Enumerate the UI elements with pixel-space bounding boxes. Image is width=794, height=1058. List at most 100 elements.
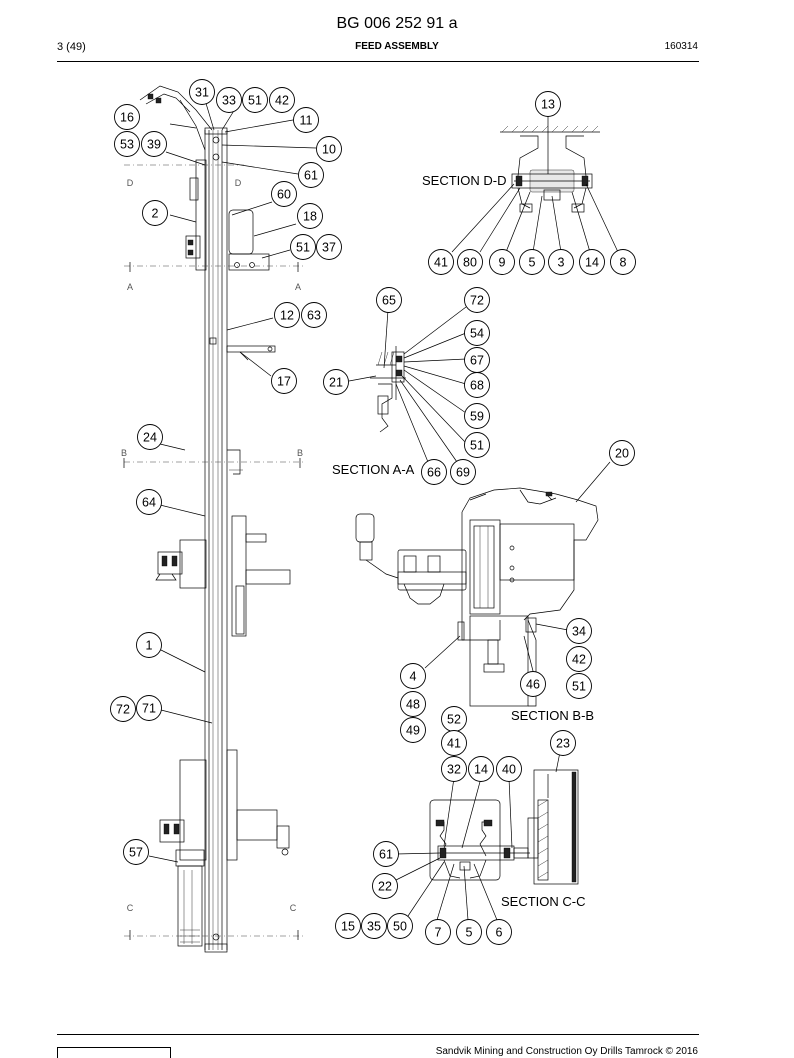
header-rule [57,61,699,62]
main-leaders [148,99,317,863]
svg-text:42: 42 [572,653,586,667]
svg-text:11: 11 [300,114,313,128]
section-mark-d-left: D [127,178,134,188]
svg-text:59: 59 [470,410,484,424]
callout-section-aa-66: 66 [421,459,447,485]
callout-section-cc-50: 50 [387,913,413,939]
svg-text:17: 17 [277,375,291,389]
section-mark-d-right: D [235,178,242,188]
svg-text:42: 42 [275,94,289,108]
section-aa-view [370,346,406,433]
section-mark-b-right: B [297,448,303,458]
callout-section-cc-61: 61 [373,841,399,867]
callout-main-24: 24 [137,424,163,450]
page-number: 3 (49) [57,41,86,53]
callout-main-42: 42 [269,87,295,113]
callout-main-31: 31 [189,79,215,105]
callout-section-cc-14: 14 [468,756,494,782]
section-bb-leaders [424,461,611,672]
callout-section-aa-72: 72 [464,287,490,313]
callout-section-dd-13: 13 [535,91,561,117]
callout-section-bb-51: 51 [566,673,592,699]
svg-text:1: 1 [146,639,153,653]
svg-text:61: 61 [304,169,318,183]
callout-section-aa-67: 67 [464,347,490,373]
document-number: BG 006 252 91 a [336,15,458,32]
callout-section-cc-6: 6 [486,919,512,945]
callout-section-bb-34: 34 [566,618,592,644]
svg-text:40: 40 [502,763,516,777]
footer-rule [57,1034,699,1035]
section-mark-c-right: C [290,903,297,913]
section-bb-view [355,487,599,707]
callout-main-33: 33 [216,87,242,113]
callout-section-aa-68: 68 [464,372,490,398]
svg-text:9: 9 [499,256,506,270]
callout-main-71: 71 [136,695,162,721]
callout-section-bb-46: 46 [520,671,546,697]
svg-text:4: 4 [410,670,417,684]
svg-text:46: 46 [526,678,540,692]
svg-text:80: 80 [463,256,477,270]
section-cc-leaders [395,751,561,921]
callout-section-aa-69: 69 [450,459,476,485]
svg-text:51: 51 [572,680,586,694]
svg-text:41: 41 [434,256,448,270]
section-aa-title: SECTION A-A [332,462,415,477]
svg-text:41: 41 [447,737,461,751]
svg-text:21: 21 [329,376,343,390]
svg-text:14: 14 [474,763,488,777]
callout-main-51: 51 [242,87,268,113]
svg-text:67: 67 [470,354,484,368]
svg-text:69: 69 [456,466,470,480]
callout-section-dd-5: 5 [519,249,545,275]
callout-section-bb-52: 52 [441,706,467,732]
callout-section-aa-51: 51 [464,432,490,458]
svg-text:54: 54 [470,327,484,341]
svg-text:53: 53 [120,138,134,152]
svg-text:49: 49 [406,724,420,738]
svg-text:22: 22 [378,880,392,894]
svg-text:51: 51 [470,439,484,453]
svg-text:39: 39 [147,138,161,152]
section-mark-b-left: B [121,448,127,458]
svg-text:32: 32 [447,763,461,777]
svg-text:71: 71 [142,702,156,716]
callout-section-cc-35: 35 [361,913,387,939]
callout-section-dd-3: 3 [548,249,574,275]
callout-section-dd-8: 8 [610,249,636,275]
page-title: FEED ASSEMBLY [355,41,439,52]
callout-section-cc-15: 15 [335,913,361,939]
section-dd-view [500,125,600,213]
svg-text:3: 3 [558,256,565,270]
svg-text:34: 34 [572,625,586,639]
section-bb-title: SECTION B-B [511,708,594,723]
section-mark-c-left: C [127,903,134,913]
svg-text:37: 37 [322,241,336,255]
svg-text:5: 5 [466,926,473,940]
svg-text:2: 2 [152,207,159,221]
svg-text:14: 14 [585,256,599,270]
callout-main-16: 16 [114,104,140,130]
svg-text:23: 23 [556,737,570,751]
callout-section-dd-80: 80 [457,249,483,275]
svg-text:5: 5 [529,256,536,270]
svg-text:10: 10 [322,143,336,157]
svg-text:51: 51 [248,94,262,108]
callout-section-cc-40: 40 [496,756,522,782]
svg-text:31: 31 [195,86,209,100]
callout-main-64: 64 [136,489,162,515]
svg-text:7: 7 [435,926,442,940]
svg-text:48: 48 [406,698,420,712]
callout-main-39: 39 [141,131,167,157]
svg-text:63: 63 [307,309,321,323]
callout-main-2: 2 [142,200,168,226]
callout-section-dd-14: 14 [579,249,605,275]
callout-section-bb-48: 48 [400,691,426,717]
callout-main-53: 53 [114,131,140,157]
callout-main-17: 17 [271,368,297,394]
svg-text:20: 20 [615,447,629,461]
callout-main-10: 10 [316,136,342,162]
